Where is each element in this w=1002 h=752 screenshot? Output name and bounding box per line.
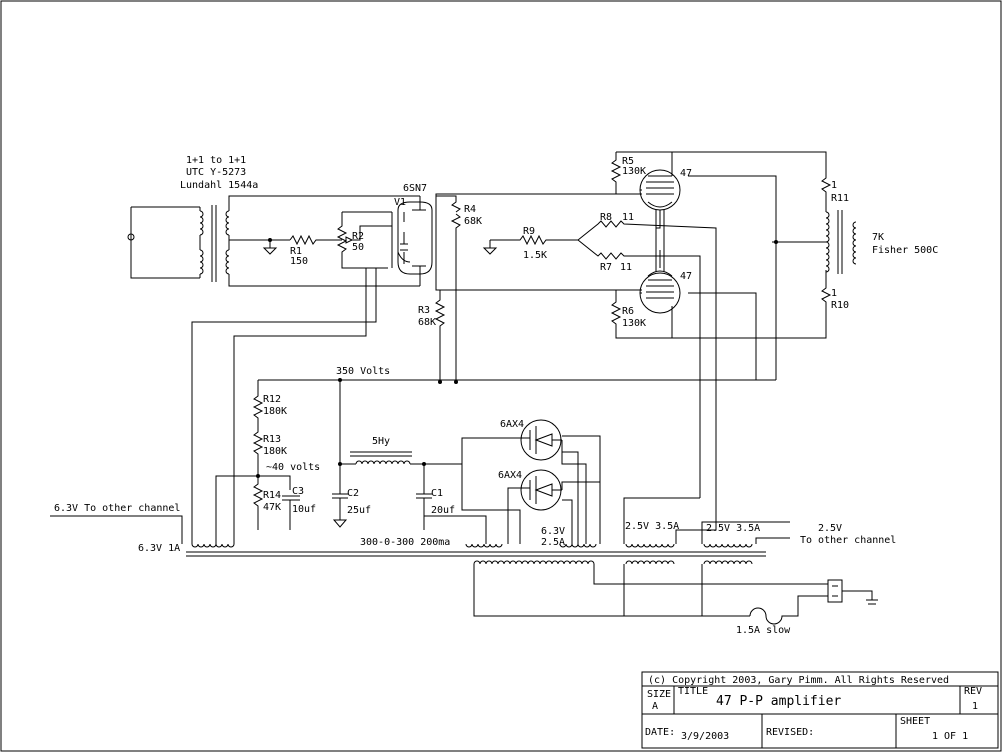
opt-model: Fisher 500C <box>872 245 938 256</box>
driver-tube-ref: V1 <box>394 197 406 208</box>
6ax4-rectifier-bottom <box>520 469 562 511</box>
r11-value: 1 <box>831 180 837 191</box>
r1-resistor <box>289 234 342 246</box>
fuse-label: 1.5A slow <box>736 625 791 636</box>
date-label: DATE: <box>645 727 675 738</box>
r5-value: 130K <box>622 166 646 177</box>
input-transformer <box>199 195 420 287</box>
filament-1-label: 2.5V 3.5A <box>625 521 679 532</box>
size-value: A <box>652 701 658 712</box>
opt-impedance: 7K <box>872 232 884 243</box>
heater-winding-6v3 <box>50 515 235 548</box>
output-tube-bottom-type: 47 <box>680 271 692 282</box>
r2-ref: R2 <box>352 231 364 242</box>
r1-ref: R1 <box>290 246 302 257</box>
r8-ref: R8 <box>600 212 612 223</box>
r3-value: 68K <box>418 317 436 328</box>
input-transformer-alt: Lundahl 1544a <box>180 180 258 191</box>
choke-5hy <box>340 451 462 465</box>
heater-other-label: 6.3V To other channel <box>54 503 180 514</box>
r13-value: 180K <box>263 446 287 457</box>
output-transformer <box>772 210 857 274</box>
rect-bottom-type: 6AX4 <box>498 470 522 481</box>
mains-plug <box>822 579 878 605</box>
output-tube-top-type: 47 <box>680 168 692 179</box>
rect-heater-v: 6.3V <box>541 526 565 537</box>
filament-other-v: 2.5V <box>818 523 842 534</box>
revised-label: REVISED: <box>766 727 814 738</box>
title-block <box>641 671 999 749</box>
r11-ref: R11 <box>831 193 849 204</box>
ht-winding <box>424 515 503 548</box>
date-value: 3/9/2003 <box>681 731 729 742</box>
c2-value: 25uf <box>347 505 371 516</box>
c3-value: 10uf <box>292 504 316 515</box>
r7-ref: R7 <box>600 262 612 273</box>
r14-ref: R14 <box>263 490 281 501</box>
r12-value: 180K <box>263 406 287 417</box>
rect-top-type: 6AX4 <box>500 419 524 430</box>
sheet-label: SHEET <box>900 716 930 727</box>
sheet-value: 1 OF 1 <box>932 731 968 742</box>
rect-heater-a: 2.5A <box>541 537 565 548</box>
filament-winding-2 <box>701 521 790 548</box>
r4-ref: R4 <box>464 204 476 215</box>
r8-value: 11 <box>622 212 634 223</box>
rev-value: 1 <box>972 701 978 712</box>
ht-winding-label: 300-0-300 200ma <box>360 537 450 548</box>
c3-ref: C3 <box>292 486 304 497</box>
input-jack <box>127 206 200 279</box>
filament-2-label: 2.5V 3.5A <box>706 523 760 534</box>
title-label: TITLE <box>678 686 708 697</box>
fuse <box>749 595 822 625</box>
power-transformer-primary <box>473 560 822 617</box>
c1-value: 20uf <box>431 505 455 516</box>
driver-tube-type: 6SN7 <box>403 183 427 194</box>
bias-label: ~40 volts <box>266 462 320 473</box>
r3-ref: R3 <box>418 305 430 316</box>
r14-value: 47K <box>263 502 281 513</box>
r10-ref: R10 <box>831 300 849 311</box>
copyright: (c) Copyright 2003, Gary Pimm. All Right… <box>648 675 949 686</box>
r6-ref: R6 <box>622 306 634 317</box>
c2-ref: C2 <box>347 488 359 499</box>
r5-ref: R5 <box>622 156 634 167</box>
rev-label: REV <box>964 686 982 697</box>
r1-value: 150 <box>290 256 308 267</box>
r13-ref: R13 <box>263 434 281 445</box>
input-transformer-ratio: 1+1 to 1+1 <box>186 155 246 166</box>
6sn7-driver-tube <box>391 196 433 286</box>
6ax4-rectifier-top <box>520 419 562 461</box>
choke-label: 5Hy <box>372 436 390 447</box>
47-output-tube-bottom <box>639 250 681 338</box>
r2-value: 50 <box>352 242 364 253</box>
r7-value: 11 <box>620 262 632 273</box>
r9-value: 1.5K <box>523 250 547 261</box>
r4-value: 68K <box>464 216 482 227</box>
ground-input <box>262 238 278 255</box>
heater-1a-label: 6.3V 1A <box>138 543 180 554</box>
filament-other-label: To other channel <box>800 535 896 546</box>
r10-value: 1 <box>831 288 837 299</box>
c1-ref: C1 <box>431 488 443 499</box>
r12-ref: R12 <box>263 394 281 405</box>
b-plus-label: 350 Volts <box>336 366 390 377</box>
input-transformer-model: UTC Y-5273 <box>186 167 246 178</box>
size-label: SIZE <box>647 689 671 700</box>
r9-ref: R9 <box>523 226 535 237</box>
r2-potentiometer <box>336 211 392 269</box>
title-value: 47 P-P amplifier <box>716 694 841 709</box>
r6-value: 130K <box>622 318 646 329</box>
filament-winding-1 <box>623 497 717 548</box>
